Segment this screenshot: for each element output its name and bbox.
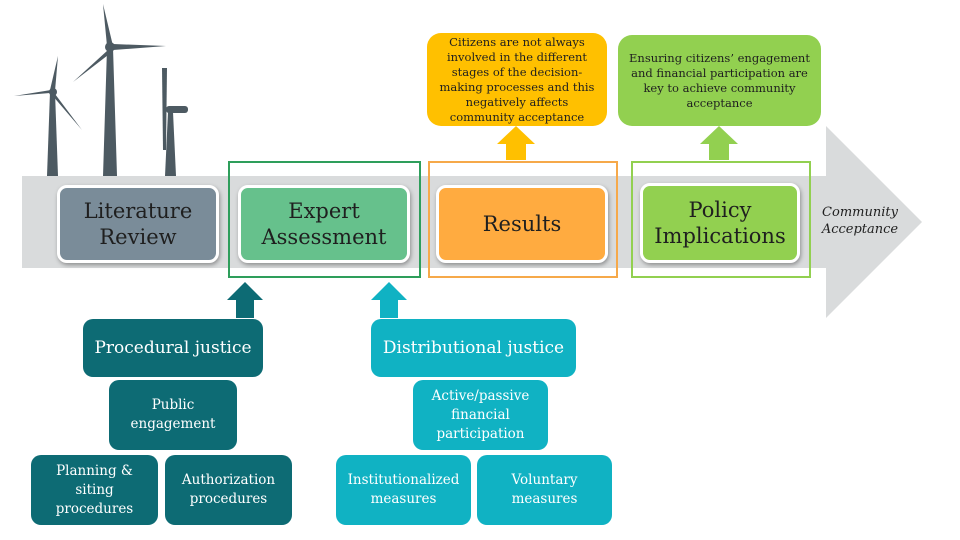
arrow-end-label: Community Acceptance	[821, 205, 899, 237]
authorization-label: Authorization procedures	[181, 472, 276, 507]
arrow-up-distributional	[371, 282, 407, 318]
public-engagement-label: Public engagement	[130, 397, 216, 432]
callout-policy: Ensuring citizens’ engagement and financ…	[618, 35, 821, 126]
financial-participation-box: Active/passive financial participation	[413, 380, 548, 450]
distributional-justice-box: Distributional justice	[371, 319, 576, 377]
distributional-justice-label: Distributional justice	[382, 338, 565, 358]
wind-turbine-left	[14, 56, 82, 176]
stage-literature-review-label: Literature Review	[83, 199, 193, 249]
arrow-up-results	[497, 126, 535, 160]
planning-siting-label: Planning & siting procedures	[55, 462, 134, 517]
policy-implications-frame	[631, 161, 811, 278]
financial-participation-label: Active/passive financial participation	[431, 387, 530, 442]
procedural-justice-box: Procedural justice	[83, 319, 263, 377]
callout-policy-text: Ensuring citizens’ engagement and financ…	[629, 50, 810, 110]
authorization-box: Authorization procedures	[165, 455, 292, 525]
results-frame	[428, 161, 618, 278]
stage-results: Results	[436, 185, 608, 263]
expert-assessment-frame	[228, 161, 421, 278]
voluntary-measures-box: Voluntary measures	[477, 455, 612, 525]
wind-turbine-large	[73, 4, 166, 176]
arrow-up-procedural	[227, 282, 263, 318]
institutionalized-measures-label: Institutionalized measures	[347, 472, 460, 507]
stage-expert-assessment: Expert Assessment	[238, 185, 410, 263]
stage-policy-implications-label: Policy Implications	[654, 198, 786, 248]
arrow-up-policy	[700, 126, 738, 160]
callout-results-text: Citizens are not always involved in the …	[439, 34, 595, 124]
wind-turbine-right	[162, 68, 188, 176]
stage-results-label: Results	[482, 212, 562, 236]
institutionalized-measures-box: Institutionalized measures	[336, 455, 471, 525]
public-engagement-box: Public engagement	[109, 380, 237, 450]
stage-expert-assessment-label: Expert Assessment	[261, 199, 387, 249]
stage-policy-implications: Policy Implications	[640, 183, 800, 263]
voluntary-measures-label: Voluntary measures	[511, 472, 578, 507]
stage-literature-review: Literature Review	[57, 185, 219, 263]
procedural-justice-label: Procedural justice	[94, 338, 252, 358]
planning-siting-box: Planning & siting procedures	[31, 455, 158, 525]
callout-results: Citizens are not always involved in the …	[427, 33, 607, 126]
